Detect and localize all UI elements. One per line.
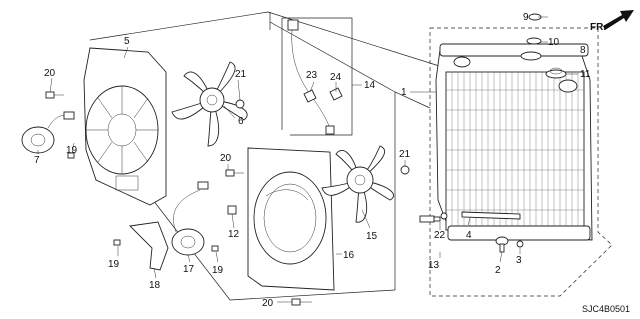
part-10a <box>526 37 542 45</box>
bolt-19a <box>67 152 75 159</box>
bolt-19b <box>113 239 121 246</box>
sensor-oring <box>440 212 448 220</box>
left-fan-shroud <box>83 47 167 206</box>
bolt-20c <box>291 298 312 306</box>
temperature-sensor <box>419 212 448 223</box>
callout-20: 20 <box>44 68 56 79</box>
callout-19: 19 <box>212 265 224 276</box>
callout-3: 3 <box>516 255 522 266</box>
radiator <box>435 43 593 241</box>
callout-7: 7 <box>34 155 40 166</box>
left-fan-motor <box>21 111 75 154</box>
callout-21: 21 <box>399 149 411 160</box>
leader-lines <box>37 16 578 303</box>
wiring-harness <box>287 19 343 135</box>
callout-17: 17 <box>183 264 195 275</box>
bolt-20b <box>225 169 244 177</box>
callout-13: 13 <box>428 260 440 271</box>
callout-11: 11 <box>580 69 591 80</box>
radiator-cap-parts <box>520 13 567 79</box>
callout-10: 10 <box>548 37 560 48</box>
callout-22: 22 <box>434 230 446 241</box>
harness-clip-23 <box>303 89 317 103</box>
radiator-lower-bracket <box>461 211 521 220</box>
callout-12: 12 <box>228 229 240 240</box>
callout-23: 23 <box>306 70 318 81</box>
callout-5: 5 <box>124 36 130 47</box>
part-10b <box>520 51 542 61</box>
callout-21: 21 <box>235 69 247 80</box>
front-direction-arrow-icon <box>603 10 634 30</box>
callout-1: 1 <box>401 87 407 98</box>
nut-21a <box>235 99 245 109</box>
callout-19: 19 <box>108 259 120 270</box>
bolt-20a <box>45 91 64 99</box>
callout-16: 16 <box>343 250 355 261</box>
right-fan-motor <box>171 181 209 256</box>
callout-24: 24 <box>330 72 342 83</box>
bolt-19c <box>211 245 219 252</box>
callout-6: 6 <box>238 116 244 127</box>
callout-4: 4 <box>466 230 472 241</box>
drain-washer <box>516 240 524 248</box>
callout-2: 2 <box>495 265 501 276</box>
harness-group-outline <box>281 17 353 136</box>
callout-15: 15 <box>366 231 378 242</box>
motor-bracket <box>129 221 169 271</box>
callout-19: 19 <box>66 145 78 156</box>
callout-14: 14 <box>364 80 376 91</box>
radiator-group-outline <box>429 27 613 297</box>
nut-21b <box>400 165 410 175</box>
harness-clip-24 <box>329 87 343 101</box>
clip-12 <box>227 205 237 215</box>
right-fan-shroud <box>247 147 335 291</box>
shroud-assembly-outline <box>89 11 453 301</box>
drain-plug <box>495 236 524 253</box>
right-fan-blade <box>321 145 394 223</box>
callout-20: 20 <box>220 153 232 164</box>
callout-9: 9 <box>523 12 529 23</box>
callout-8: 8 <box>580 45 586 56</box>
diagram-code: SJC4B0501 <box>582 304 630 314</box>
left-fan-blade <box>171 61 248 147</box>
callout-18: 18 <box>149 280 161 291</box>
front-direction-label: FR. <box>590 22 606 33</box>
callout-20: 20 <box>262 298 274 309</box>
